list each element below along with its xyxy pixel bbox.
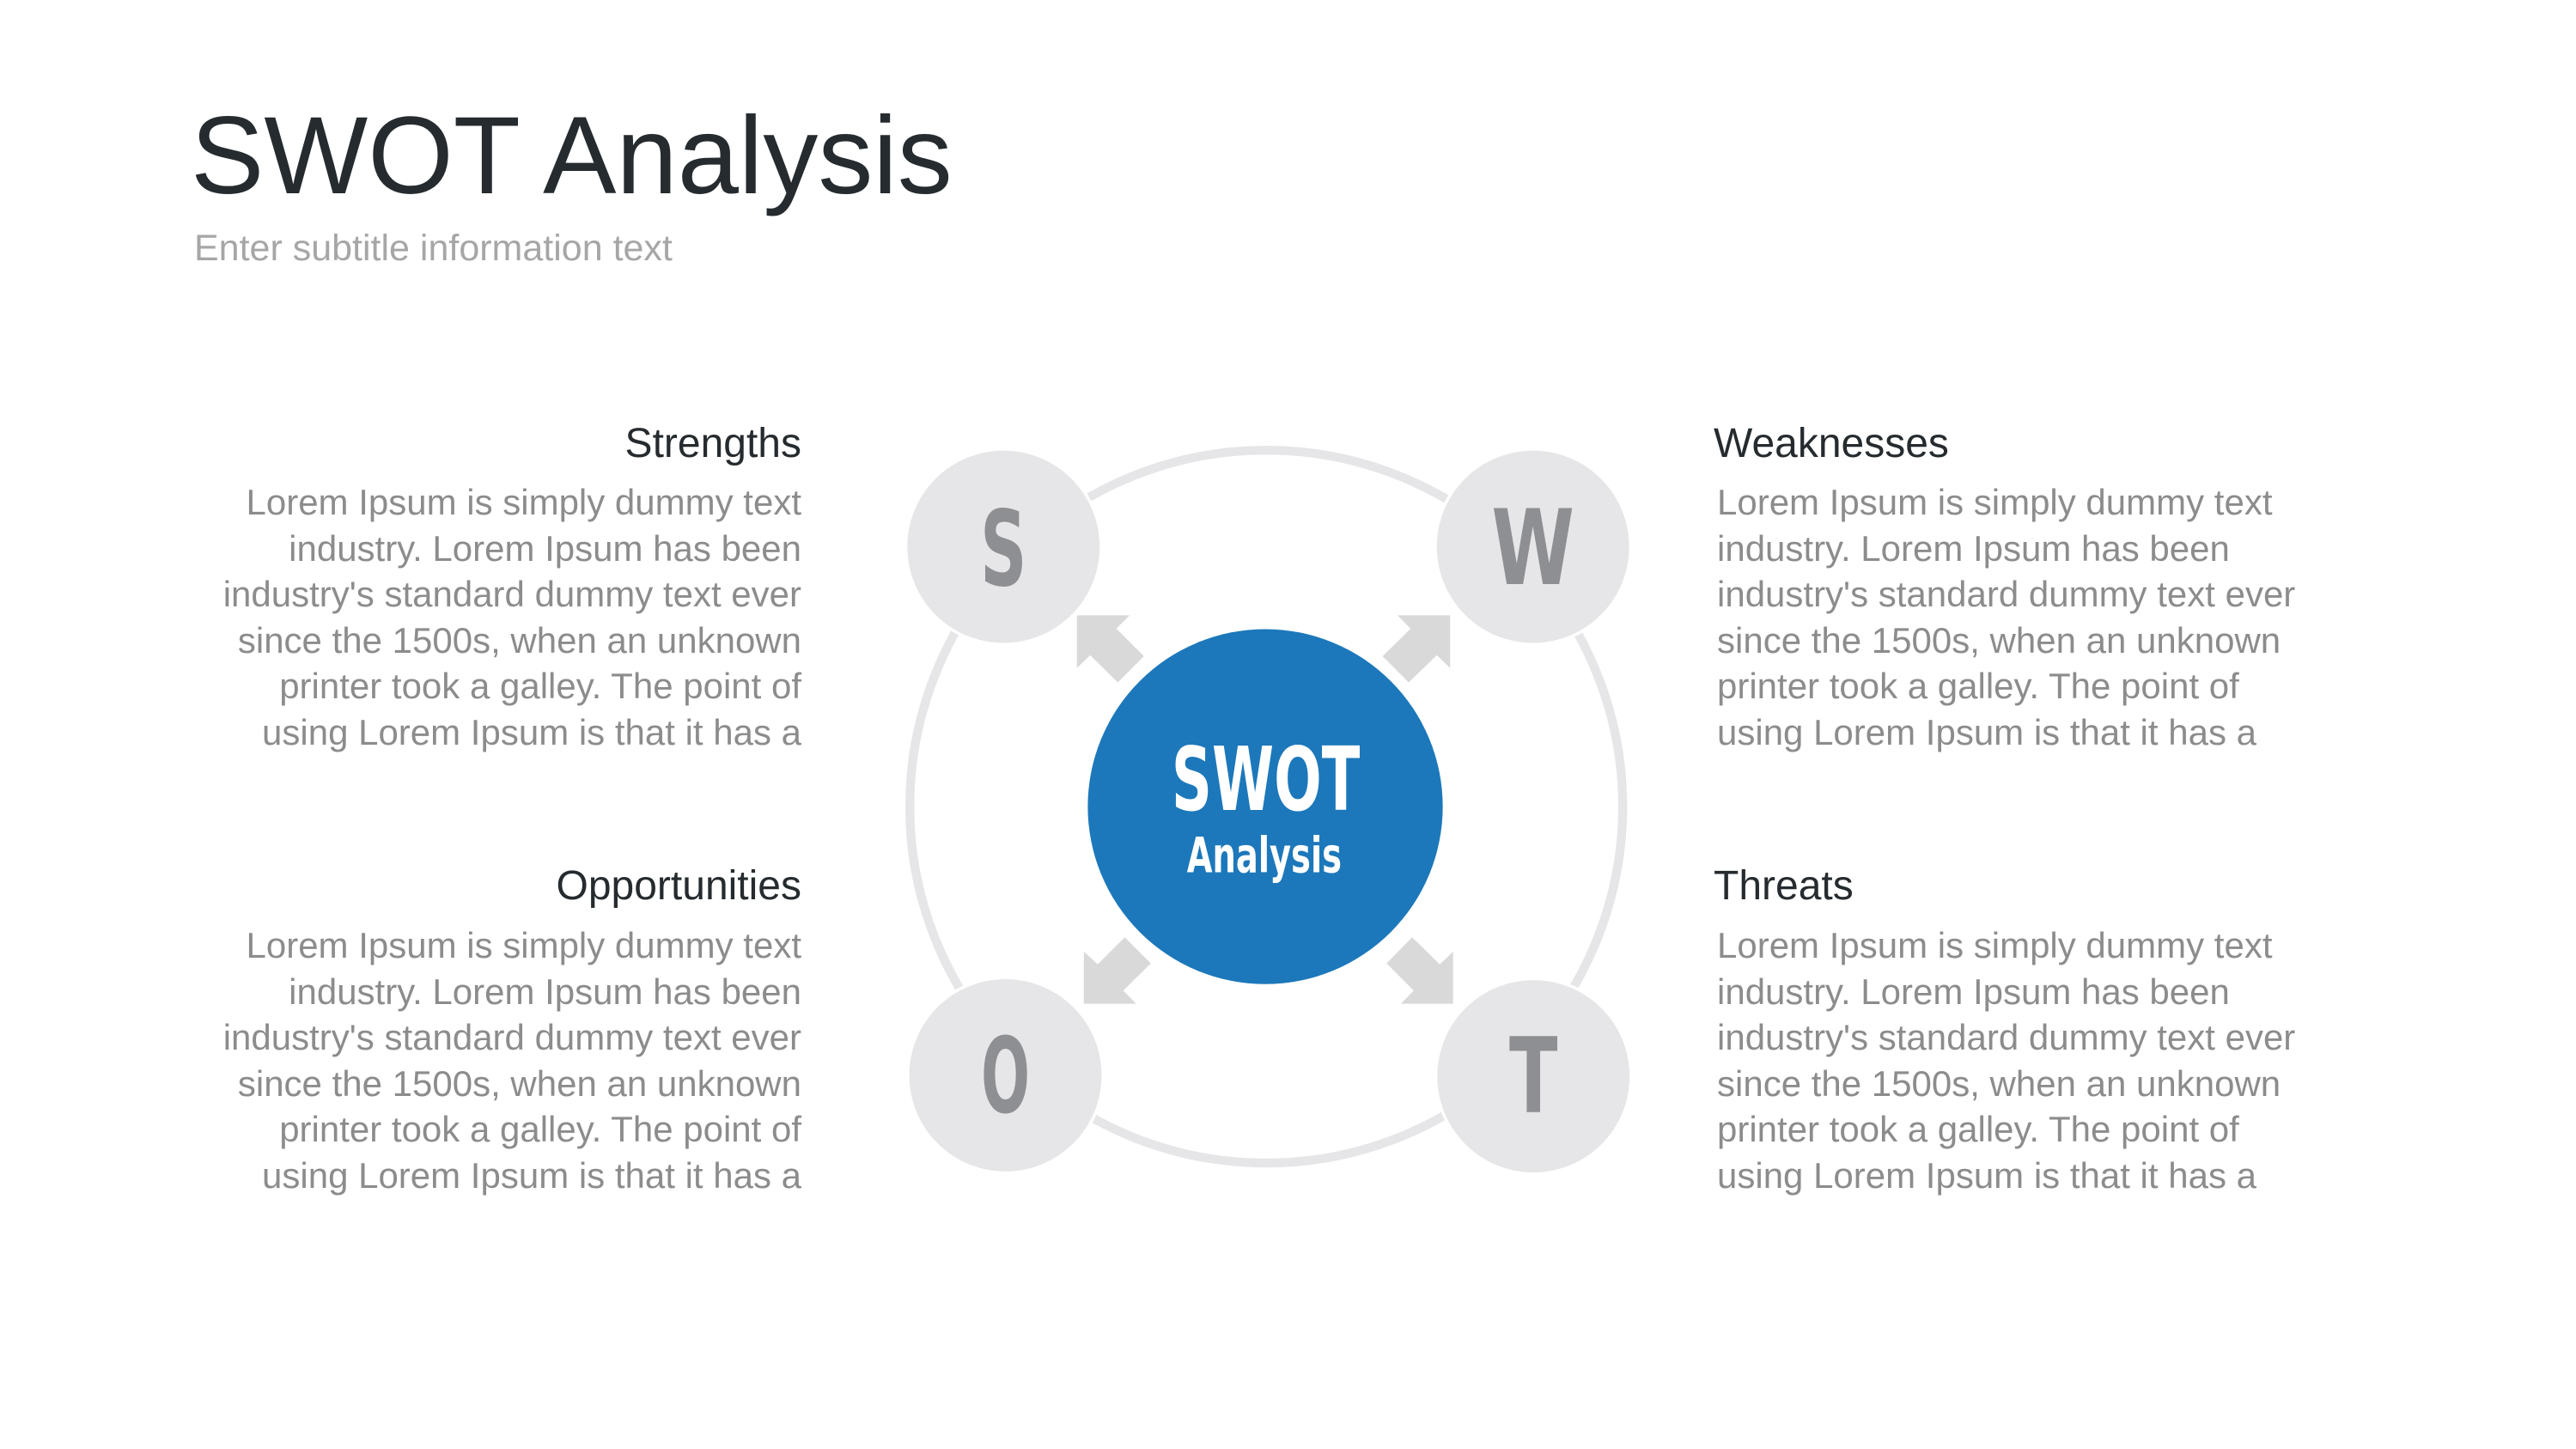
strengths-node: S [904, 447, 1103, 646]
opportunities-body: Lorem Ipsum is simply dummy text industr… [223, 922, 801, 1198]
body-line: industry. Lorem Ipsum has been [1717, 527, 2230, 569]
body-line: Lorem Ipsum is simply dummy text [246, 482, 802, 522]
body-line: since the 1500s, when an unknown [1717, 619, 2281, 661]
weaknesses-body: Lorem Ipsum is simply dummy text industr… [1717, 479, 2295, 755]
body-line: printer took a galley. The point of [1717, 1109, 2239, 1149]
body-line: printer took a galley. The point of [279, 666, 801, 706]
threats-circle [1434, 977, 1633, 1176]
body-line: using Lorem Ipsum is that it has a [1717, 1154, 2256, 1196]
opportunities-node: O [906, 976, 1105, 1175]
arrow-ne-icon [1382, 615, 1451, 683]
page-title: SWOT Analysis [191, 94, 953, 217]
letter-s: S [980, 488, 1026, 610]
threats-heading: Threats [1714, 863, 1854, 909]
letter-w: W [1491, 489, 1574, 610]
body-line: industry. Lorem Ipsum has been [289, 971, 801, 1012]
body-line: industry's standard dummy text ever [222, 574, 801, 614]
swot-diagram: S W O T SWOT Analysis [904, 445, 1633, 1176]
strengths-heading: Strengths [624, 421, 801, 466]
body-line: since the 1500s, when an unknown [237, 1062, 801, 1104]
body-line: industry's standard dummy text ever [222, 1017, 801, 1057]
strengths-circle [904, 447, 1103, 646]
arrow-nw-icon [1076, 615, 1144, 683]
weaknesses-circle [1434, 447, 1633, 646]
body-line: industry. Lorem Ipsum has been [1717, 971, 2230, 1012]
body-line: printer took a galley. The point of [279, 1109, 801, 1149]
center-circle [1087, 629, 1443, 984]
body-line: Lorem Ipsum is simply dummy text [1717, 482, 2273, 522]
opportunities-heading: Opportunities [556, 863, 802, 909]
body-line: Lorem Ipsum is simply dummy text [1717, 925, 2273, 965]
letter-o: O [981, 1016, 1030, 1137]
opportunities-circle [906, 976, 1105, 1175]
body-line: using Lorem Ipsum is that it has a [262, 1154, 801, 1196]
body-line: since the 1500s, when an unknown [1717, 1062, 2281, 1104]
arrow-sw-icon [1083, 937, 1151, 1004]
weaknesses-heading: Weaknesses [1714, 421, 1949, 466]
body-line: since the 1500s, when an unknown [237, 619, 801, 661]
body-line: printer took a galley. The point of [1717, 666, 2239, 706]
body-line: industry's standard dummy text ever [1717, 574, 2296, 614]
threats-node: T [1434, 977, 1633, 1176]
arrow-se-icon [1386, 937, 1453, 1004]
threats-body: Lorem Ipsum is simply dummy text industr… [1717, 922, 2295, 1198]
body-line: industry's standard dummy text ever [1717, 1017, 2296, 1057]
body-line: Lorem Ipsum is simply dummy text [246, 925, 802, 965]
body-line: industry. Lorem Ipsum has been [289, 527, 801, 569]
strengths-body: Lorem Ipsum is simply dummy text industr… [223, 479, 801, 755]
letter-t: T [1509, 1015, 1557, 1138]
outer-ring [905, 445, 1628, 1168]
weaknesses-node: W [1434, 447, 1633, 646]
body-line: using Lorem Ipsum is that it has a [262, 711, 801, 752]
center-title: SWOT [1172, 729, 1361, 831]
center-subtitle: Analysis [1187, 827, 1342, 885]
page-subtitle: Enter subtitle information text [194, 228, 673, 269]
body-line: using Lorem Ipsum is that it has a [1717, 711, 2256, 752]
